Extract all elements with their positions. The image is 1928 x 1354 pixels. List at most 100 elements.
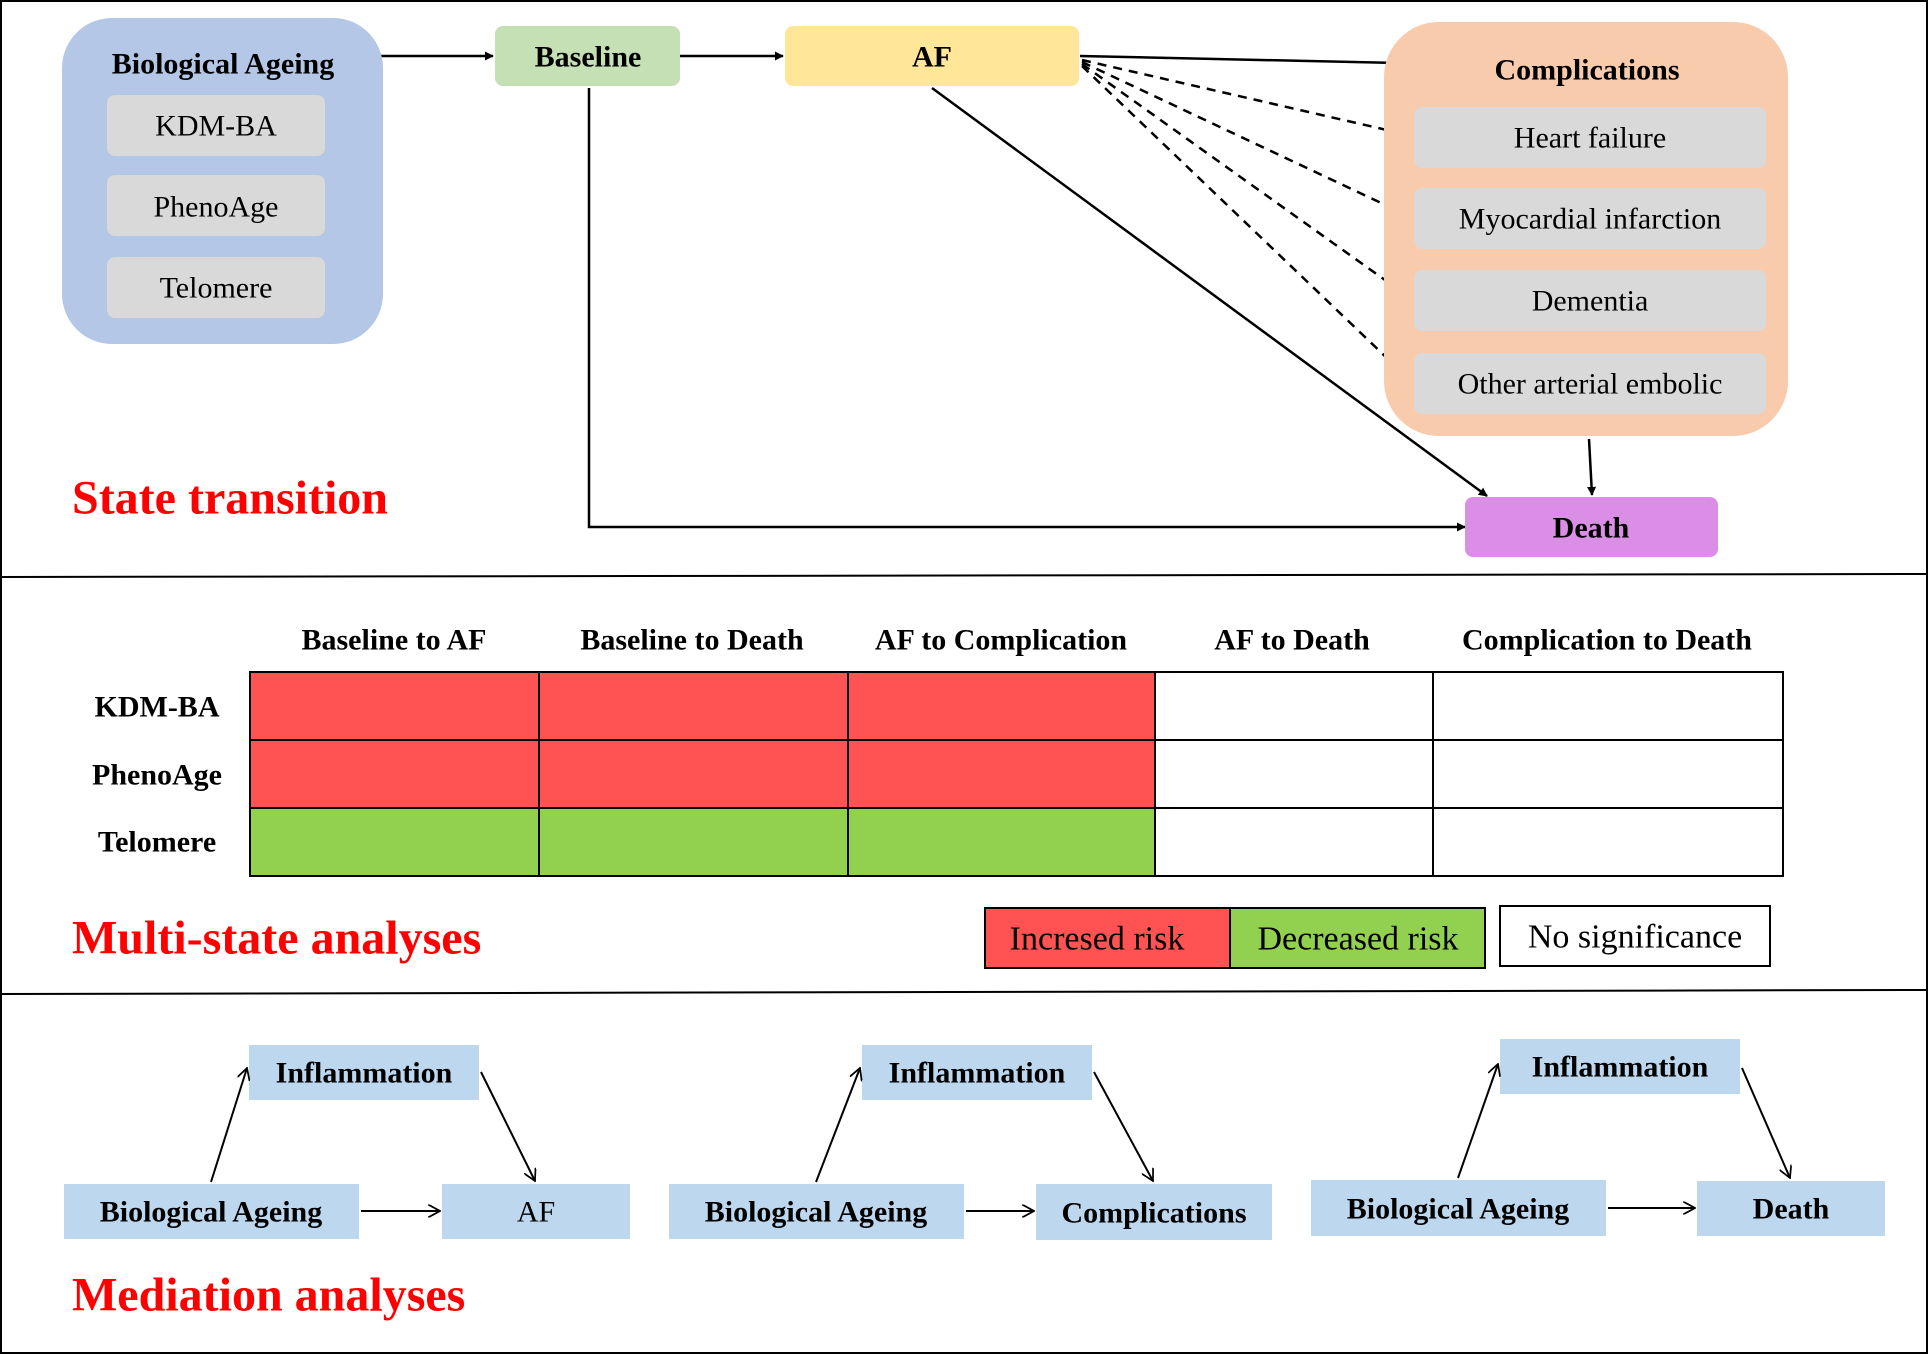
row-label: KDM-BA: [95, 691, 220, 724]
column-header: Baseline to Death: [580, 624, 804, 657]
outcome-box: [1697, 1181, 1885, 1236]
complication-item: Other arterial embolic: [1414, 353, 1766, 414]
legend-item-increased: Incresed risk: [984, 907, 1246, 969]
column-header: Baseline to AF: [302, 624, 487, 657]
death-box: [1465, 497, 1718, 557]
grid-cell-increased: [249, 671, 540, 741]
results-grid: [249, 671, 1784, 877]
column-header: AF to Complication: [875, 624, 1128, 657]
state-transition-section: Biological Ageing KDM-BA PhenoAge Telome…: [62, 18, 1788, 557]
ageing-item-label: KDM-BA: [155, 110, 277, 143]
section-divider-1: [0, 573, 1928, 578]
complication-item-box: [1414, 353, 1766, 414]
ageing-item-box: [107, 95, 325, 156]
arrow-exposure-to-mediator: [210, 1068, 247, 1183]
arrow-exposure-to-mediator: [815, 1068, 860, 1183]
arrow-exposure-to-mediator: [1457, 1064, 1498, 1179]
legend-swatch: [984, 907, 1246, 969]
complication-item-label: Dementia: [1532, 285, 1649, 318]
grid-cell-none: [1154, 807, 1434, 877]
exposure-box: [669, 1184, 964, 1239]
complication-item: Myocardial infarction: [1414, 188, 1766, 249]
column-header: AF to Death: [1214, 624, 1370, 657]
arrow-baseline-to-death: [587, 88, 1466, 532]
complication-item-box: [1414, 188, 1766, 249]
complication-item-label: Heart failure: [1514, 122, 1666, 155]
outcome-box: [442, 1184, 630, 1239]
state-transition-title: State transition: [72, 472, 388, 525]
grid-cell-none: [1432, 739, 1784, 809]
grid-cell-none: [1154, 671, 1434, 741]
legend-swatch: [1499, 905, 1771, 967]
legend-label: Decreased risk: [1257, 921, 1458, 958]
baseline-label: Baseline: [535, 41, 642, 74]
mediator-label: Inflammation: [276, 1057, 453, 1090]
grid-cell-increased: [847, 739, 1156, 809]
legend-label: Incresed risk: [1010, 921, 1185, 958]
mediator-label: Inflammation: [1532, 1051, 1709, 1084]
legend-item-none: No significance: [1499, 905, 1771, 967]
af-box: [785, 26, 1079, 86]
ageing-group: Biological Ageing KDM-BA PhenoAge Telome…: [62, 18, 383, 344]
arrow-complications-to-death: [1587, 438, 1597, 496]
legend-label: No significance: [1528, 919, 1742, 956]
arrow-af-to-death: [931, 86, 1488, 498]
mediator-label: Inflammation: [889, 1057, 1066, 1090]
grid-cell-decreased: [847, 807, 1156, 877]
baseline-node: Baseline: [495, 26, 680, 86]
row-label: PhenoAge: [92, 759, 222, 792]
complication-item-box: [1414, 107, 1766, 168]
mediation-title: Mediation analyses: [72, 1269, 465, 1322]
ageing-item: Telomere: [107, 257, 325, 318]
exposure-box: [64, 1184, 359, 1239]
mediation-diagram: Inflammation Biological Ageing Death: [1311, 1039, 1885, 1236]
ageing-item: KDM-BA: [107, 95, 325, 156]
complication-item-label: Myocardial infarction: [1459, 203, 1721, 236]
arrow-af-to-complications: [1079, 54, 1399, 68]
arrow-mediator-to-outcome: [1741, 1067, 1790, 1178]
mediator-box: [249, 1045, 479, 1100]
exposure-label: Biological Ageing: [705, 1196, 928, 1229]
ageing-item-label: Telomere: [160, 272, 273, 305]
complications-group: Complications Heart failure Myocardial i…: [1384, 22, 1788, 436]
complication-item-label: Other arterial embolic: [1458, 368, 1723, 401]
outcome-label: Complications: [1061, 1197, 1246, 1230]
exposure-box: [1311, 1180, 1606, 1236]
column-header: Complication to Death: [1462, 624, 1752, 657]
outcome-label: AF: [517, 1196, 555, 1229]
complication-item: Dementia: [1414, 270, 1766, 331]
arrow-mediator-to-outcome: [1093, 1071, 1153, 1181]
exposure-label: Biological Ageing: [100, 1196, 323, 1229]
grid-cell-none: [1154, 739, 1434, 809]
death-node: Death: [1465, 497, 1718, 557]
grid-cell-increased: [538, 739, 849, 809]
mediator-box: [862, 1045, 1092, 1100]
row-label: Telomere: [98, 826, 216, 859]
legend: Incresed risk Decreased risk No signific…: [984, 905, 1771, 969]
dashed-arrow-af-to-other-embolic: [1081, 65, 1414, 384]
section-divider-2: [0, 989, 1928, 995]
dashed-arrow-af-to-myocardial-infarction: [1081, 60, 1414, 220]
dashed-arrow-af-to-heart-failure: [1081, 58, 1414, 139]
state-connectors: [380, 51, 1597, 532]
legend-swatch: [1229, 907, 1486, 969]
dashed-arrow-af-to-dementia: [1081, 62, 1414, 302]
grid-cell-none: [1432, 807, 1784, 877]
grid-cell-decreased: [538, 807, 849, 877]
legend-item-decreased: Decreased risk: [1229, 907, 1486, 969]
baseline-box: [495, 26, 680, 86]
ageing-item-box: [107, 257, 325, 318]
exposure-label: Biological Ageing: [1347, 1193, 1570, 1226]
arrow-mediator-to-outcome: [480, 1071, 535, 1181]
multi-state-section: Baseline to AF Baseline to Death AF to C…: [72, 624, 1784, 969]
death-label: Death: [1553, 512, 1630, 545]
af-label: AF: [912, 41, 952, 74]
grid-cell-increased: [249, 739, 540, 809]
multi-state-title: Multi-state analyses: [72, 912, 481, 965]
grid-cell-none: [1432, 671, 1784, 741]
column-headers: Baseline to AF Baseline to Death AF to C…: [302, 624, 1753, 657]
ageing-group-title: Biological Ageing: [112, 48, 335, 81]
mediation-diagram: Inflammation Biological Ageing AF: [64, 1045, 630, 1239]
complication-item: Heart failure: [1414, 107, 1766, 168]
